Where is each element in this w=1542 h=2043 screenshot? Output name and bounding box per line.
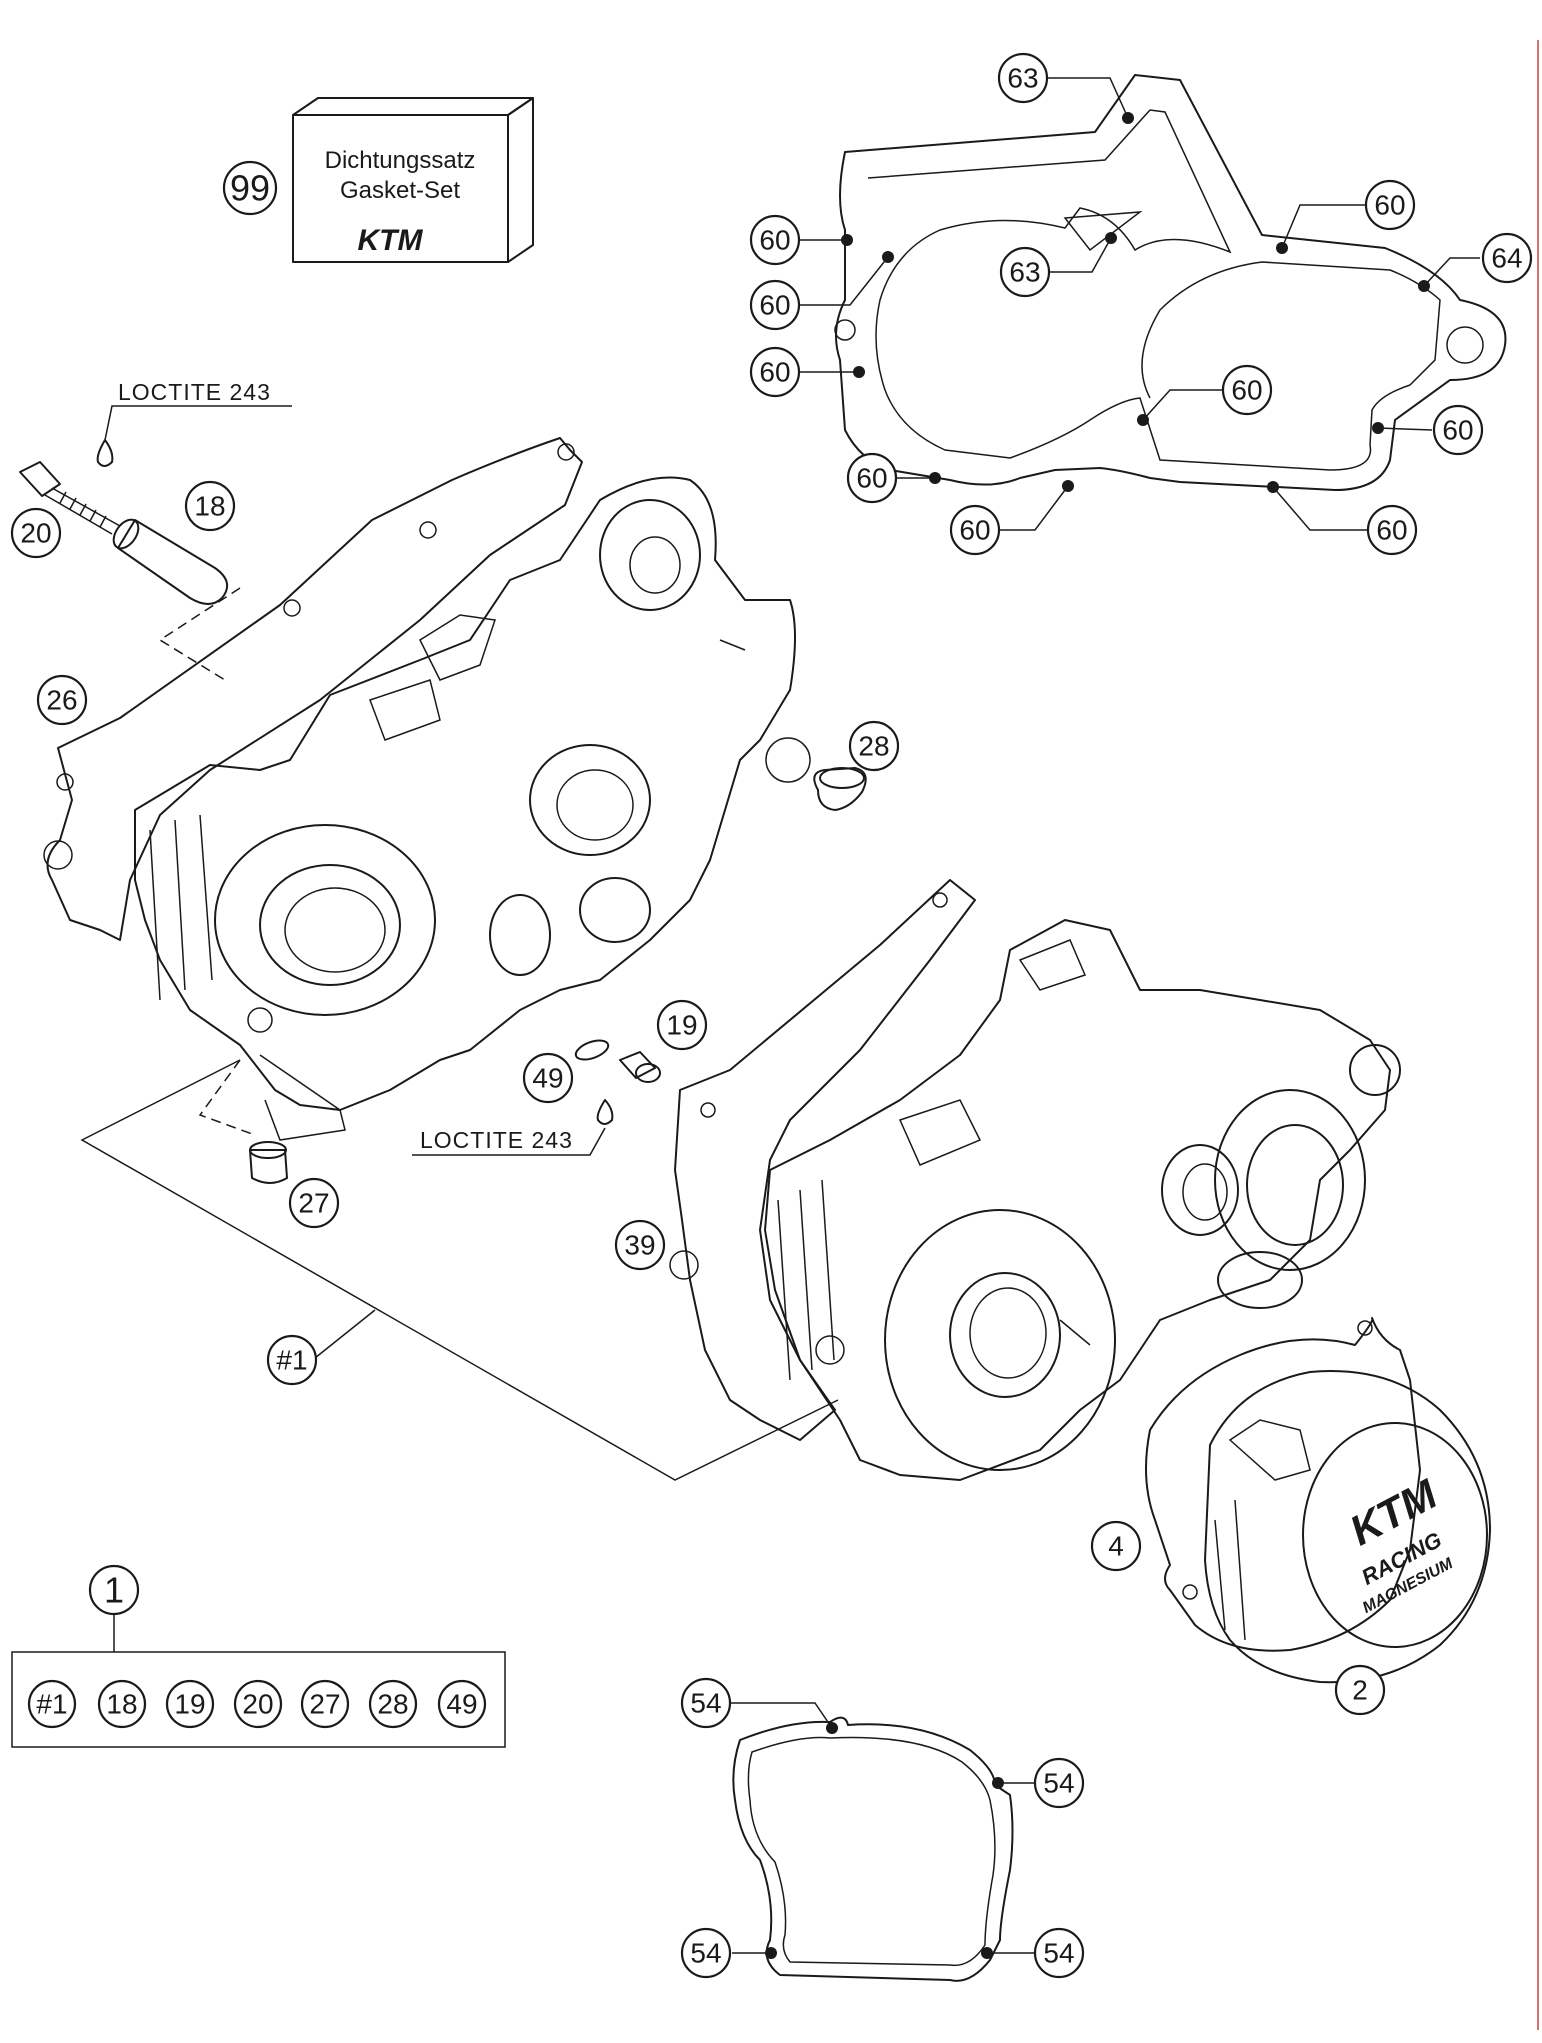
callout-54-right-upper: 54 [1033,1757,1085,1809]
svg-text:63: 63 [1007,63,1038,94]
callout-2: 2 [1334,1664,1386,1716]
callout-60-bottom-mid: 60 [949,504,1001,556]
crankcase-gasket-26 [43,437,583,941]
callout-60-upper-right: 60 [1364,179,1416,231]
left-crankcase-half [134,476,811,1141]
kit-item-28: 28 [368,1679,418,1729]
svg-text:54: 54 [1043,1768,1074,1799]
svg-text:49: 49 [532,1063,563,1094]
callout-crankcase-assembly: #1 [266,1334,318,1386]
callout-54-bottom-right: 54 [1033,1927,1085,1979]
gasket-kit-label-de: Dichtungssatz [325,147,476,174]
svg-text:60: 60 [759,225,790,256]
svg-text:60: 60 [1231,375,1262,406]
svg-text:64: 64 [1491,243,1522,274]
svg-text:60: 60 [1376,515,1407,546]
svg-text:#1: #1 [36,1689,67,1720]
svg-text:49: 49 [446,1689,477,1720]
dowel-sleeve-27 [249,1141,288,1184]
callout-60-left-2: 60 [749,279,801,331]
svg-text:60: 60 [759,357,790,388]
svg-text:19: 19 [174,1689,205,1720]
svg-text:99: 99 [230,168,270,209]
callout-54-top: 54 [680,1677,732,1729]
callout-60-right: 60 [1432,404,1484,456]
crankcase-assembly-bracket [80,1059,839,1481]
dowel-sleeve-18 [112,518,229,605]
svg-text:60: 60 [759,290,790,321]
callout-27: 27 [288,1177,340,1229]
svg-text:4: 4 [1108,1531,1124,1562]
callout-54-bottom-left: 54 [680,1927,732,1979]
gasket-kit-label-en: Gasket-Set [340,177,460,204]
callout-49: 49 [522,1052,574,1104]
svg-text:60: 60 [856,463,887,494]
loctite-drop-icon-2 [596,1099,614,1125]
svg-text:18: 18 [106,1689,137,1720]
callout-18: 18 [184,480,236,532]
callout-60-bottom-right: 60 [1366,504,1418,556]
gasket-kit-logo: KTM [358,224,424,257]
svg-text:63: 63 [1009,257,1040,288]
svg-text:1: 1 [104,1570,124,1611]
svg-text:60: 60 [1442,415,1473,446]
callout-4: 4 [1090,1520,1142,1572]
svg-text:60: 60 [959,515,990,546]
svg-text:18: 18 [194,491,225,522]
kit-item-49: 49 [437,1679,487,1729]
svg-text:54: 54 [690,1688,721,1719]
gasket-kit-box: Dichtungssatz Gasket-Set KTM [292,97,534,263]
clutch-cover-gasket [834,74,1507,491]
svg-text:27: 27 [309,1689,340,1720]
callout-20: 20 [10,507,62,559]
crankcase-gasket-39 [669,879,976,1441]
kit-item-27: 27 [300,1679,350,1729]
svg-text:2: 2 [1352,1675,1368,1706]
dowel-sleeve-28 [813,767,867,811]
svg-text:28: 28 [858,731,889,762]
svg-text:28: 28 [377,1689,408,1720]
loctite-note-bottom: LOCTITE 243 [420,1127,573,1153]
loctite-note-top: LOCTITE 243 [118,379,271,405]
callout-63-top: 63 [997,52,1049,104]
callout-28: 28 [848,720,900,772]
svg-text:54: 54 [1043,1938,1074,1969]
svg-text:60: 60 [1374,190,1405,221]
kit-item-crankcase: #1 [27,1679,77,1729]
ignition-gasket-54 [732,1716,1014,1982]
kit-contents-box [11,1651,506,1748]
svg-text:54: 54 [690,1938,721,1969]
plug-screw-19 [619,1051,661,1083]
callout-60-left-1: 60 [749,214,801,266]
kit-item-18: 18 [97,1679,147,1729]
loctite-drop-icon [96,439,114,467]
svg-text:20: 20 [20,518,51,549]
svg-text:20: 20 [242,1689,273,1720]
seal-ring-49 [574,1039,610,1061]
callout-63-inner: 63 [999,246,1051,298]
svg-text:#1: #1 [276,1345,307,1376]
ignition-cover-2: KTM RACING MAGNESIUM [1204,1370,1491,1684]
callout-60-bottom-left: 60 [846,452,898,504]
svg-text:27: 27 [298,1188,329,1219]
screw-20 [19,461,121,535]
svg-text:26: 26 [46,685,77,716]
svg-text:19: 19 [666,1010,697,1041]
callout-60-center: 60 [1221,364,1273,416]
callout-26: 26 [36,674,88,726]
svg-text:39: 39 [624,1230,655,1261]
callout-99: 99 [222,160,278,216]
right-crankcase-half [764,919,1401,1481]
callout-19: 19 [656,999,708,1051]
ignition-cover-gasket-4 [1145,1317,1421,1652]
callout-39: 39 [614,1219,666,1271]
callout-1: 1 [88,1564,140,1616]
callout-60-left-3: 60 [749,346,801,398]
callout-64: 64 [1481,232,1533,284]
kit-item-20: 20 [233,1679,283,1729]
kit-item-19: 19 [165,1679,215,1729]
